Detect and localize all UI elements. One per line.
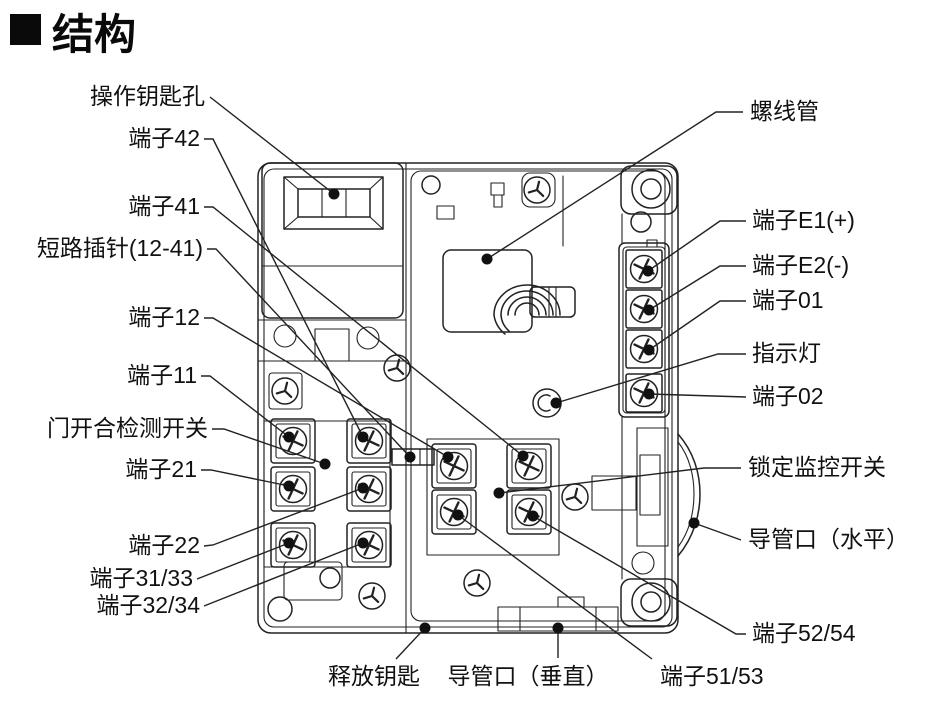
leader-conduit-horizontal — [693, 522, 742, 541]
label-terminal-01: 端子01 — [752, 287, 824, 313]
terminal-column-right — [618, 239, 670, 418]
dot-door-detection-switch — [319, 458, 331, 470]
dot-terminal-42 — [357, 431, 369, 443]
device-drawing — [257, 162, 701, 634]
leader-terminal-51-53 — [457, 514, 653, 660]
label-terminal-e2: 端子E2(-) — [752, 252, 849, 278]
label-terminal-11: 端子11 — [127, 362, 197, 388]
leader-terminal-11 — [201, 375, 290, 438]
housing-outline — [257, 162, 679, 634]
dot-conduit-horizontal — [688, 517, 700, 529]
callout-dots — [283, 188, 700, 634]
leader-terminal-42 — [204, 138, 364, 438]
leader-terminal-32-34 — [203, 542, 364, 607]
terminal-block-left — [263, 418, 392, 568]
label-operation-key-hole: 操作钥匙孔 — [90, 83, 205, 109]
dot-terminal-41 — [517, 450, 529, 462]
leader-lock-monitoring-switch — [498, 467, 741, 494]
page-title: 结构 — [10, 11, 136, 58]
leader-terminal-e2 — [648, 265, 746, 311]
label-conduit-vertical: 导管口（垂直） — [448, 663, 609, 689]
leader-terminal-22 — [203, 487, 364, 547]
title-text: 结构 — [52, 11, 136, 58]
label-terminal-21: 端子21 — [125, 456, 197, 482]
label-terminal-e1: 端子E1(+) — [752, 207, 855, 233]
dot-lock-monitoring-switch — [493, 487, 505, 499]
label-conduit-horizontal: 导管口（水平） — [748, 526, 909, 552]
labels: 操作钥匙孔 端子42 端子41 短路插针(12-41) 端子12 端子11 门开… — [37, 83, 909, 689]
terminal-block-center — [426, 438, 560, 556]
dot-terminal-12 — [442, 451, 454, 463]
leader-terminal-12 — [204, 317, 449, 458]
leader-solenoid — [486, 111, 743, 260]
dot-terminal-e2 — [643, 304, 655, 316]
dot-terminal-01 — [643, 344, 655, 356]
label-terminal-51-53: 端子51/53 — [660, 663, 764, 689]
mounting-boss-top-right — [620, 165, 678, 215]
dot-operation-key-hole — [328, 188, 340, 200]
dot-terminal-31-33 — [283, 537, 295, 549]
leader-terminal-21 — [201, 469, 290, 487]
dot-conduit-vertical — [552, 622, 564, 634]
dot-terminal-e1 — [642, 265, 654, 277]
dot-solenoid — [481, 253, 493, 265]
label-release-key: 释放钥匙 — [328, 663, 420, 689]
mounting-boss-bottom-right — [620, 578, 678, 627]
dot-terminal-02 — [643, 388, 655, 400]
label-terminal-32-34: 端子32/34 — [96, 592, 200, 618]
label-short-circuit-pin: 短路插针(12-41) — [37, 235, 203, 261]
dot-short-circuit-pin — [404, 451, 416, 463]
leader-terminal-02 — [648, 393, 747, 398]
leader-indicator-light — [555, 353, 746, 404]
leader-terminal-01 — [648, 300, 746, 351]
leader-terminal-41 — [204, 206, 524, 457]
leader-release-key — [395, 627, 426, 660]
label-terminal-41: 端子41 — [128, 193, 200, 219]
dot-terminal-51-53 — [452, 509, 464, 521]
label-lock-monitoring-switch: 锁定监控开关 — [748, 454, 886, 480]
dot-terminal-21 — [283, 480, 295, 492]
label-solenoid: 螺线管 — [750, 98, 819, 124]
conduit-horizontal-bulge — [677, 433, 701, 557]
housing-inner-wall — [263, 168, 673, 628]
dot-terminal-52-54 — [527, 510, 539, 522]
leader-door-detection-switch — [212, 428, 326, 465]
dot-terminal-11 — [283, 431, 295, 443]
dot-terminal-32-34 — [357, 537, 369, 549]
operation-key-slot — [283, 176, 384, 230]
label-terminal-52-54: 端子52/54 — [752, 620, 856, 646]
coil-terminal-tab — [529, 286, 576, 318]
leader-terminal-e1 — [647, 220, 746, 272]
dot-release-key — [419, 622, 431, 634]
leader-terminal-31-33 — [196, 542, 290, 580]
leader-terminal-52-54 — [532, 515, 746, 635]
label-indicator-light: 指示灯 — [752, 340, 821, 366]
key-module — [261, 162, 404, 319]
label-terminal-31-33: 端子31/33 — [89, 565, 193, 591]
label-terminal-22: 端子22 — [128, 532, 200, 558]
leader-lines — [196, 96, 747, 660]
label-terminal-42: 端子42 — [128, 125, 200, 151]
label-door-detection-switch: 门开合检测开关 — [47, 415, 208, 441]
label-terminal-12: 端子12 — [128, 304, 200, 330]
dot-indicator-light — [550, 397, 562, 409]
solenoid-block — [442, 249, 576, 335]
title-square-marker — [10, 14, 41, 45]
leader-short-circuit-pin — [207, 248, 411, 458]
short-circuit-pin-part — [391, 448, 435, 466]
body-screws — [268, 172, 590, 611]
dot-terminal-22 — [357, 482, 369, 494]
leader-operation-key-hole — [209, 96, 335, 195]
label-terminal-02: 端子02 — [752, 383, 824, 409]
